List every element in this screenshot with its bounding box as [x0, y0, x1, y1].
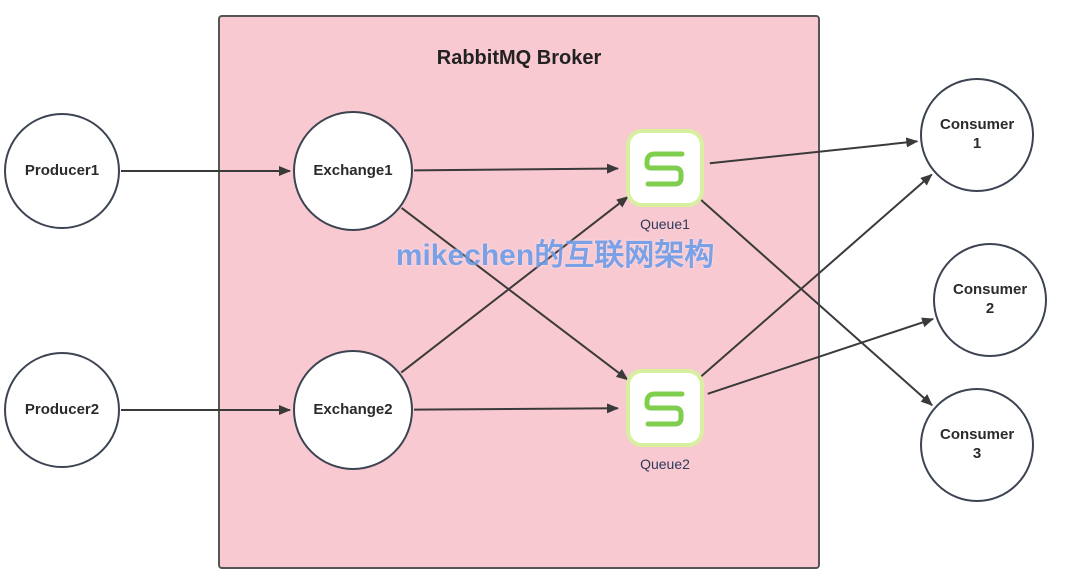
node-label: Consumer 3	[940, 426, 1015, 462]
node-producer2: Producer2	[4, 352, 120, 468]
node-label: Producer1	[24, 161, 100, 179]
node-exchange2: Exchange2	[293, 350, 413, 470]
node-label: Exchange1	[313, 161, 393, 179]
node-consumer2: Consumer 2	[933, 243, 1047, 357]
node-exchange1: Exchange1	[293, 111, 413, 231]
node-consumer1: Consumer 1	[920, 78, 1034, 192]
node-label: Consumer 2	[953, 281, 1028, 317]
node-queue1: Queue1	[625, 128, 705, 232]
node-producer1: Producer1	[4, 113, 120, 229]
broker-box: RabbitMQ Broker	[218, 15, 820, 569]
queue-label: Queue1	[640, 216, 690, 232]
node-queue2: Queue2	[625, 368, 705, 472]
queue-icon	[625, 128, 705, 208]
queue-icon	[625, 368, 705, 448]
node-consumer3: Consumer 3	[920, 388, 1034, 502]
node-label: Consumer 1	[940, 116, 1015, 152]
node-label: Exchange2	[313, 400, 393, 418]
broker-title: RabbitMQ Broker	[436, 47, 602, 69]
node-label: Producer2	[24, 400, 100, 418]
queue-label: Queue2	[640, 456, 690, 472]
